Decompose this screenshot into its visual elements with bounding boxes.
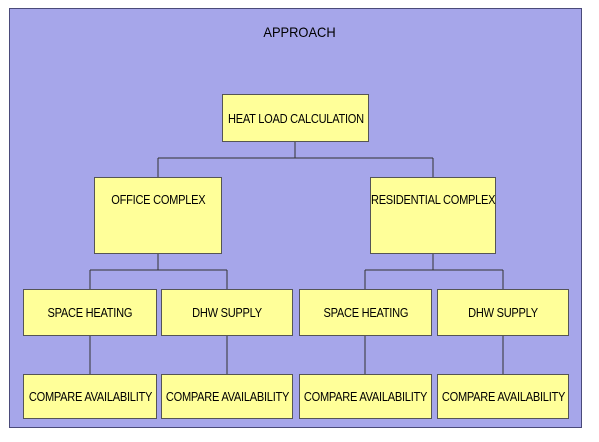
compare-availability-label: COMPARE AVAILABILITY [28, 389, 152, 404]
diagram-title: APPROACH [263, 24, 336, 40]
office-space-heating-compare-box: COMPARE AVAILABILITY [23, 374, 157, 419]
residential-complex-box: RESIDENTIAL COMPLEX [370, 177, 496, 254]
office-dhw-supply-label: DHW SUPPLY [192, 305, 262, 320]
residential-space-heating-box: SPACE HEATING [299, 289, 432, 336]
office-space-heating-box: SPACE HEATING [23, 289, 157, 336]
office-complex-box: OFFICE COMPLEX [94, 177, 222, 254]
office-dhw-supply-box: DHW SUPPLY [161, 289, 293, 336]
compare-availability-label: COMPARE AVAILABILITY [303, 389, 428, 404]
residential-dhw-supply-box: DHW SUPPLY [437, 289, 569, 336]
office-space-heating-label: SPACE HEATING [47, 305, 133, 320]
residential-space-heating-label: SPACE HEATING [323, 305, 408, 320]
office-complex-label: OFFICE COMPLEX [110, 192, 206, 207]
heat-load-calculation-label: HEAT LOAD CALCULATION [227, 110, 364, 126]
residential-space-heating-compare-box: COMPARE AVAILABILITY [299, 374, 432, 419]
office-dhw-compare-box: COMPARE AVAILABILITY [161, 374, 293, 419]
compare-availability-label: COMPARE AVAILABILITY [441, 389, 565, 404]
residential-dhw-compare-box: COMPARE AVAILABILITY [437, 374, 569, 419]
residential-dhw-supply-label: DHW SUPPLY [468, 305, 538, 320]
heat-load-calculation-box: HEAT LOAD CALCULATION [222, 94, 369, 142]
residential-complex-label: RESIDENTIAL COMPLEX [370, 192, 496, 207]
compare-availability-label: COMPARE AVAILABILITY [165, 389, 289, 404]
